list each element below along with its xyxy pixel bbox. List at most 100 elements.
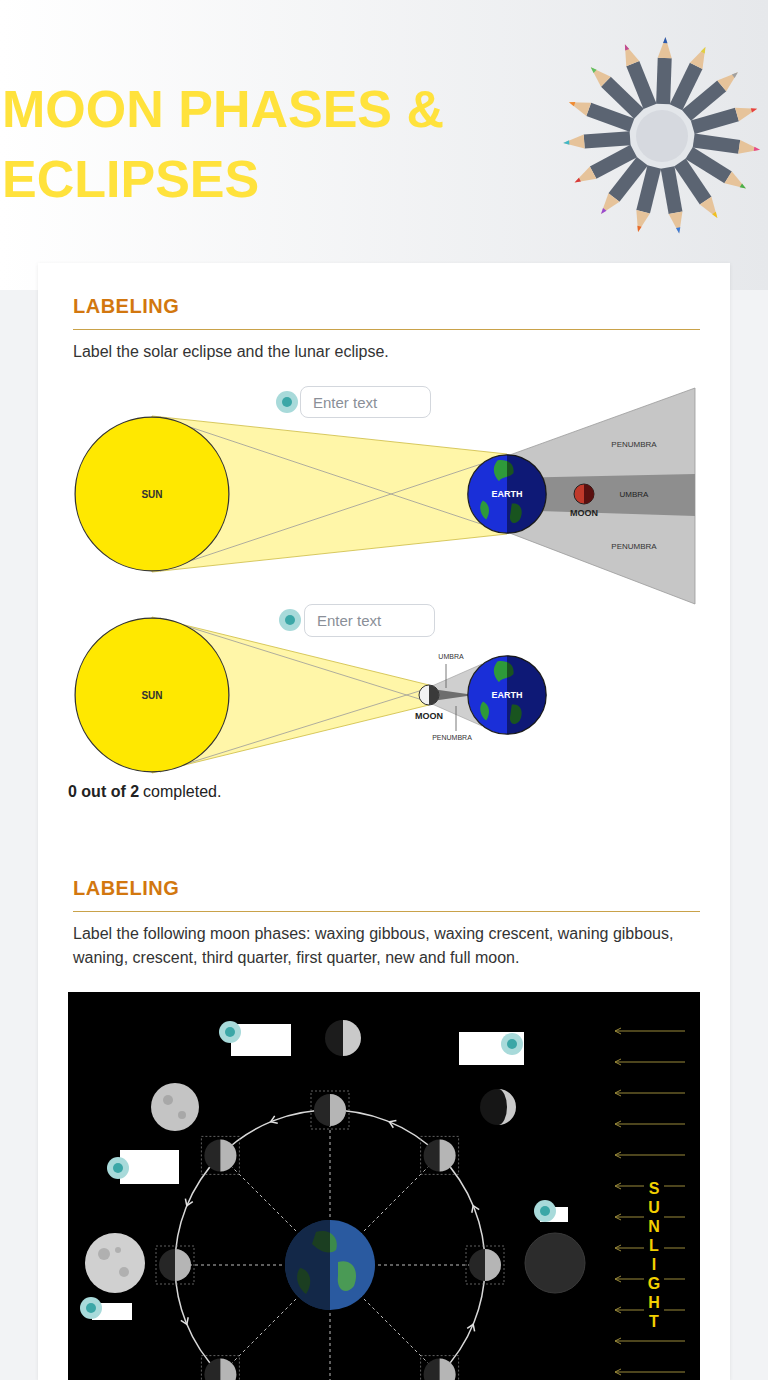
earth-globe <box>338 1261 356 1291</box>
orbit-moon <box>314 1094 346 1126</box>
input-marker <box>113 1163 123 1173</box>
input-marker <box>540 1206 550 1216</box>
body-label: MOON <box>570 508 598 519</box>
orbit-moon <box>204 1139 236 1171</box>
page-title: MOON PHASES & ECLIPSES <box>2 74 472 214</box>
instruction-text: Label the following moon phases: waxing … <box>73 922 700 970</box>
solar-eclipse-drawing <box>446 664 447 688</box>
input-marker <box>501 1033 523 1055</box>
body-label: EARTH <box>492 489 523 499</box>
pencil-cup <box>625 44 629 50</box>
orbit-moon <box>424 1359 456 1380</box>
earth-globe: EARTH <box>467 454 547 534</box>
pencil-cup <box>700 197 718 218</box>
pencil-cup <box>701 47 706 53</box>
pencil-cup <box>724 171 746 188</box>
pencil-cup <box>636 110 688 162</box>
orbit-moon <box>311 1091 349 1129</box>
lunar-eclipse-drawing <box>574 484 594 504</box>
sunlight-arrow <box>615 1028 621 1034</box>
pencil-cup <box>663 58 665 104</box>
sun-circle-shape <box>75 417 229 571</box>
sunlight-arrow <box>615 1183 621 1189</box>
orbit-moon <box>156 1246 194 1284</box>
sunlight-arrow <box>615 1341 685 1342</box>
phase-moon <box>151 1083 199 1131</box>
pencil-cup <box>676 227 680 233</box>
progress-count: 0 out of 2 <box>68 782 139 801</box>
body-label: SUN <box>141 489 162 500</box>
sunlight-arrow <box>615 1093 685 1094</box>
input-marker <box>282 397 292 407</box>
pencil-cup <box>643 167 654 212</box>
answer-box <box>459 1032 524 1065</box>
pencil-cup <box>591 67 597 73</box>
solar-eclipse-drawing <box>429 685 439 705</box>
orbit-arrow <box>185 1199 192 1206</box>
pencil-cup <box>751 108 757 112</box>
section-rule <box>73 911 700 912</box>
sun-circle-shape <box>75 618 229 772</box>
phase-moon <box>343 1020 361 1056</box>
input-marker <box>285 615 295 625</box>
pencil-cup <box>563 37 760 233</box>
sunlight-arrow <box>615 1152 621 1158</box>
input-marker <box>86 1303 96 1313</box>
body-label: EARTH <box>492 690 523 700</box>
orbit-arrow <box>467 1324 474 1331</box>
body-label: SUN <box>141 690 162 701</box>
earth-globe-shape <box>468 455 546 533</box>
orbit-arrow <box>181 1317 188 1324</box>
pencil-cup <box>732 72 738 78</box>
sunlight-arrow <box>615 1124 685 1125</box>
earth-globe <box>285 1220 375 1310</box>
orbit-arrow <box>472 1206 479 1213</box>
earth-globe: EARTH <box>467 655 547 735</box>
section-heading: LABELING <box>73 294 179 318</box>
orbit-moon <box>201 1136 239 1174</box>
solar-eclipse-drawing <box>419 685 439 705</box>
pencil-cup <box>754 147 760 151</box>
pencil-cup <box>584 138 630 141</box>
orbit-arrow <box>271 1116 278 1123</box>
pencil-cup <box>606 82 639 114</box>
pencil-cup <box>738 140 760 154</box>
pencil-cup <box>694 140 740 146</box>
pencil-cup <box>637 226 641 232</box>
orbit-moon <box>421 1136 459 1174</box>
orbit-moon <box>421 1356 459 1380</box>
sunlight-arrow <box>615 1155 685 1156</box>
input-placeholder: Enter text <box>313 394 377 411</box>
pencil-cup <box>625 44 639 66</box>
answer-input: Enter text <box>304 604 435 637</box>
sunlight-arrow <box>615 1372 685 1373</box>
pencil-cup <box>735 108 757 121</box>
orbit-moon <box>440 1359 456 1380</box>
orbit-moon <box>159 1249 191 1281</box>
input-marker <box>225 1027 235 1037</box>
pencil-cup <box>690 47 705 69</box>
input-marker <box>534 1200 556 1222</box>
pencil-cup <box>680 163 706 201</box>
instruction-text: Label the solar eclipse and the lunar ec… <box>73 342 389 361</box>
orbit-moon <box>204 1359 236 1380</box>
orbit-arrow <box>389 1120 396 1127</box>
pencil-cup <box>591 67 611 87</box>
pencil-cup <box>633 64 650 107</box>
lunar-eclipse-drawing <box>152 388 695 604</box>
shadow-label: UMBRA <box>438 653 463 661</box>
orbit-arrow <box>181 1116 479 1380</box>
sunlight-arrow <box>615 1090 621 1096</box>
phase-moon <box>98 1248 110 1260</box>
dashed-spoke <box>175 1110 485 1380</box>
sun-circle: SUN <box>74 617 230 773</box>
section-heading: LABELING <box>73 876 179 900</box>
shadow-label: PENUMBRA <box>432 734 472 742</box>
input-marker <box>276 391 301 631</box>
pencil-cup <box>712 212 717 218</box>
moon-phase-picture <box>175 1110 485 1380</box>
orbit-moon <box>440 1139 456 1171</box>
shadow-label: UMBRA <box>620 490 649 500</box>
phase-moon <box>85 1233 145 1293</box>
